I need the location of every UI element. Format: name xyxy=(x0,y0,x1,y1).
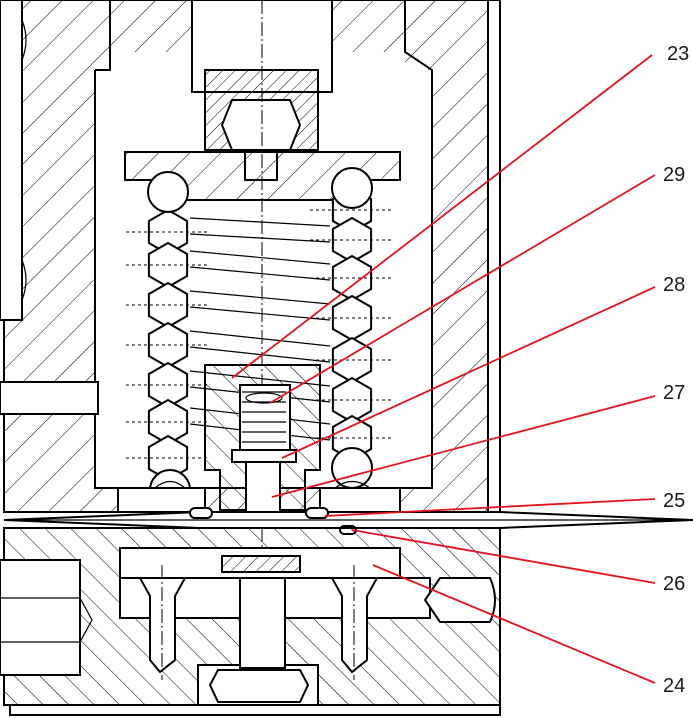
callout-26: 26 xyxy=(663,573,685,595)
leader-25 xyxy=(324,498,656,517)
leader-27 xyxy=(271,395,656,498)
leader-29 xyxy=(269,174,656,404)
callout-24: 24 xyxy=(663,675,685,697)
leader-26 xyxy=(351,529,656,584)
leader-24 xyxy=(372,564,656,684)
callout-25: 25 xyxy=(663,490,685,512)
spring-wire xyxy=(189,217,331,243)
leader-lines xyxy=(231,54,656,684)
piston xyxy=(204,364,321,521)
o-ring-right-upper xyxy=(305,507,329,519)
upper-housing xyxy=(0,0,501,513)
callout-27: 27 xyxy=(663,382,685,404)
lower-body xyxy=(0,527,501,716)
callout-23: 23 xyxy=(667,43,689,65)
spring-wire xyxy=(189,290,331,321)
spring-end-coil-1 xyxy=(331,167,373,209)
callout-29: 29 xyxy=(663,164,685,186)
cap-screw-right xyxy=(330,577,379,674)
spring-end-coil-0 xyxy=(147,171,189,213)
callout-labels: 23 29 28 27 25 26 24 xyxy=(663,43,689,697)
o-ring-left-upper xyxy=(189,507,213,519)
compression-spring xyxy=(126,167,394,511)
spring-washer xyxy=(242,391,286,443)
valve-stem xyxy=(245,461,281,521)
callout-28: 28 xyxy=(663,274,685,296)
leader-28 xyxy=(281,286,656,459)
spring-wire xyxy=(189,250,331,281)
spring-wire xyxy=(189,330,331,363)
cap-screws xyxy=(138,565,379,680)
lower-spring-seat xyxy=(117,480,401,513)
cap-screw-left xyxy=(138,577,187,674)
leader-23 xyxy=(231,54,653,379)
